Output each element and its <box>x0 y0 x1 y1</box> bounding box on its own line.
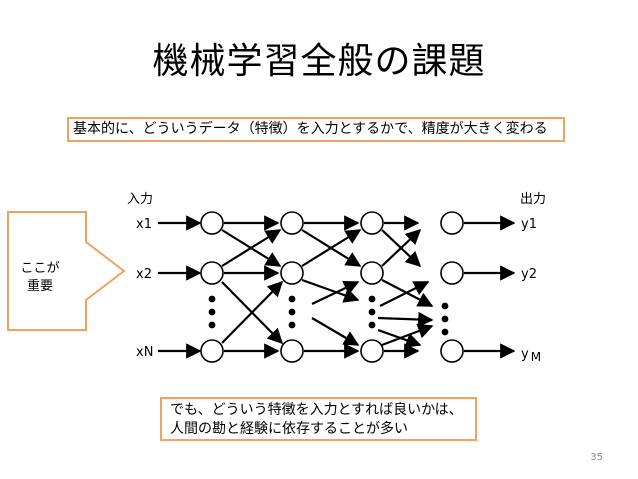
neuron <box>440 261 464 285</box>
top-note-box: 基本的に、どういうデータ（特徴）を入力とするかで、精度が大きく変わる <box>67 117 565 142</box>
output-label-y2: y2 <box>521 267 537 282</box>
neuron <box>440 339 464 363</box>
hidden-edges <box>221 215 434 359</box>
neuron <box>360 339 384 363</box>
ellipsis-dots <box>208 295 449 336</box>
input-label-xN: xN <box>136 345 153 360</box>
slide-title: 機械学習全般の課題 <box>152 41 486 82</box>
callout-arrow <box>7 211 126 331</box>
neuron <box>280 339 304 363</box>
input-label-x2: x2 <box>136 267 152 282</box>
output-header: 出力 <box>520 192 546 207</box>
input-header: 入力 <box>127 192 153 207</box>
callout-line2: 重要 <box>27 278 53 294</box>
page-number: 35 <box>590 452 603 463</box>
output-label-y1: y1 <box>521 217 537 232</box>
neuron <box>440 211 464 235</box>
output-edges <box>464 215 516 359</box>
neuron <box>280 261 304 285</box>
bottom-note-line1: でも、どういう特徴を入力とすれば良いかは、 <box>170 402 463 418</box>
bottom-note-box: でも、どういう特徴を入力とすれば良いかは、 人間の勘と経験に依存することが多い <box>160 397 477 441</box>
neuron <box>200 339 224 363</box>
neuron <box>200 261 224 285</box>
neuron <box>280 211 304 235</box>
neuron <box>360 261 384 285</box>
input-label-x1: x1 <box>136 217 152 232</box>
neuron <box>200 211 224 235</box>
top-note-text: 基本的に、どういうデータ（特徴）を入力とするかで、精度が大きく変わる <box>73 121 548 137</box>
callout-line1: ここが <box>20 261 59 276</box>
neurons <box>200 211 464 363</box>
bottom-note-line2: 人間の勘と経験に依存することが多い <box>170 421 408 437</box>
input-edges <box>158 215 202 359</box>
neuron <box>360 211 384 235</box>
